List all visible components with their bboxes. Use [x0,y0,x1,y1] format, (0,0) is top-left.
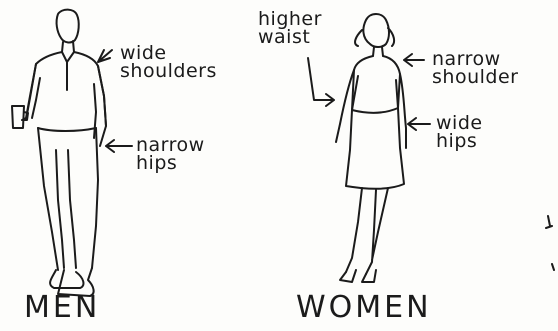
man-figure [12,10,106,296]
men-hips-label: narrow hips [136,136,205,172]
women-hips-label: wide hips [436,114,483,150]
women-caption: WOMEN [296,290,432,325]
men-hips-line2: hips [136,154,205,172]
men-shoulders-label: wide shoulders [120,44,217,80]
women-waist-line2: waist [258,28,322,46]
woman-left-arm [336,70,358,142]
women-shoulder-line2: shoulder [432,68,518,86]
men-caption: MEN [24,290,100,325]
woman-figure [336,14,406,282]
woman-head [355,14,394,47]
edge-mark [546,216,554,270]
woman-dress [346,56,404,189]
woman-hips-arrow [408,118,430,130]
man-head [57,10,79,43]
woman-shoulder-arrow [404,54,424,66]
woman-shoes [340,270,376,282]
man-shoulders-arrow [98,50,112,62]
men-shoulders-line2: shoulders [120,62,217,80]
women-waist-label: higher waist [258,10,322,46]
women-hips-line2: hips [436,132,483,150]
woman-legs [346,188,388,274]
man-legs [38,128,98,270]
women-shoulder-label: narrow shoulder [432,50,518,86]
man-hips-arrow [106,140,132,152]
woman-waist-arrow [308,58,334,106]
